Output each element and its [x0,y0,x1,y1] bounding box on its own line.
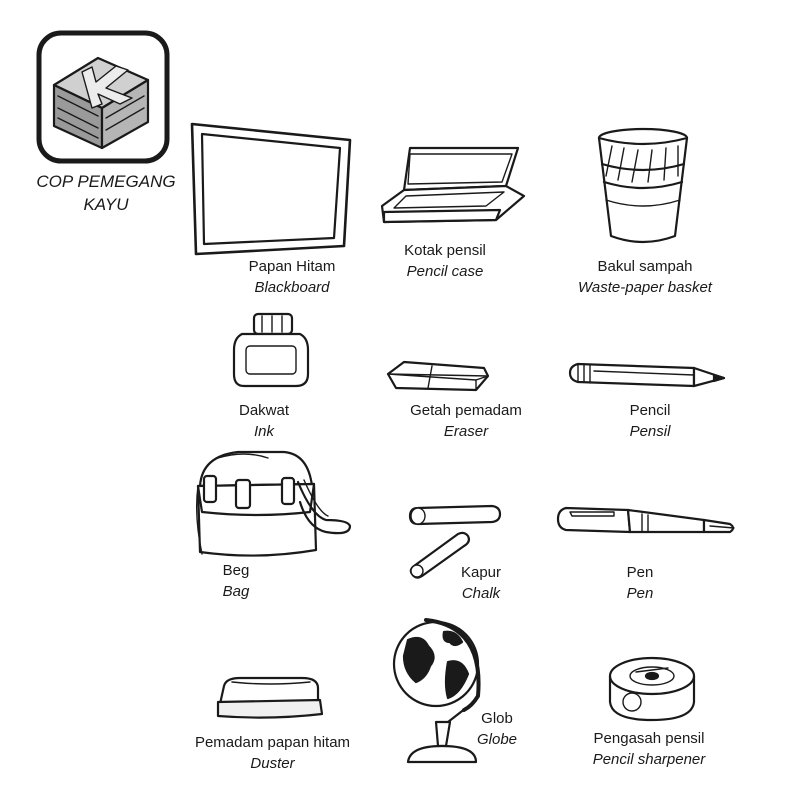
globe-label: Glob Globe [468,708,526,750]
eraser-name-en: Eraser [443,423,489,440]
pencil-case-label: Kotak pensil Pencil case [370,240,520,282]
eraser-label: Getah pemadam Eraser [386,400,546,442]
bag-name-en: Bag [222,583,250,600]
duster-name-en: Duster [250,755,295,772]
duster-icon [216,676,324,719]
waste-basket-icon [597,127,689,244]
pencil-sharpener-icon [608,656,696,722]
waste-basket-name-ms: Bakul sampah [597,258,693,275]
pen-name-ms: Pen [626,564,654,581]
pencil-name-en: Pensil [629,423,671,440]
blackboard-label: Papan Hitam Blackboard [212,256,372,298]
pencil-sharpener-name-ms: Pengasah pensil [593,730,705,747]
duster-name-ms: Pemadam papan hitam [194,734,351,751]
globe-name-ms: Glob [481,710,513,727]
ink-name-ms: Dakwat [238,402,290,419]
blackboard-icon [190,122,352,256]
globe-icon [392,618,481,764]
eraser-icon [386,360,490,392]
globe-name-en: Globe [476,731,518,748]
pencil-icon [568,362,726,388]
pencil-case-name-en: Pencil case [406,263,484,280]
pen-name-en: Pen [626,585,654,602]
stamp-logo-icon: K [36,30,170,164]
stamp-caption-line2: KAYU [83,195,129,214]
chalk-name-en: Chalk [461,585,501,602]
chalk-icon [408,504,502,579]
bag-label: Beg Bag [206,560,266,602]
pencil-case-icon [380,146,526,224]
ink-label: Dakwat Ink [204,400,324,442]
blackboard-name-ms: Papan Hitam [248,258,336,275]
ink-bottle-icon [232,312,310,388]
stamp-caption-line1: COP PEMEGANG [36,172,176,191]
pen-icon [556,506,735,534]
chalk-label: Kapur Chalk [446,562,516,604]
pencil-sharpener-name-en: Pencil sharpener [592,751,706,768]
stamp-caption: COP PEMEGANG KAYU [20,170,192,216]
pencil-sharpener-label: Pengasah pensil Pencil sharpener [574,728,724,770]
pen-label: Pen Pen [600,562,680,604]
blackboard-name-en: Blackboard [254,279,330,296]
pencil-label: Pencil Pensil [590,400,710,442]
bag-icon [195,450,352,557]
waste-basket-label: Bakul sampah Waste-paper basket [560,256,730,298]
pencil-case-name-ms: Kotak pensil [404,242,486,259]
waste-basket-name-en: Waste-paper basket [578,279,712,296]
chalk-name-ms: Kapur [460,564,502,581]
ink-name-en: Ink [253,423,274,440]
eraser-name-ms: Getah pemadam [410,402,522,419]
duster-label: Pemadam papan hitam Duster [180,732,365,774]
bag-name-ms: Beg [222,562,250,579]
pencil-name-ms: Pencil [629,402,671,419]
